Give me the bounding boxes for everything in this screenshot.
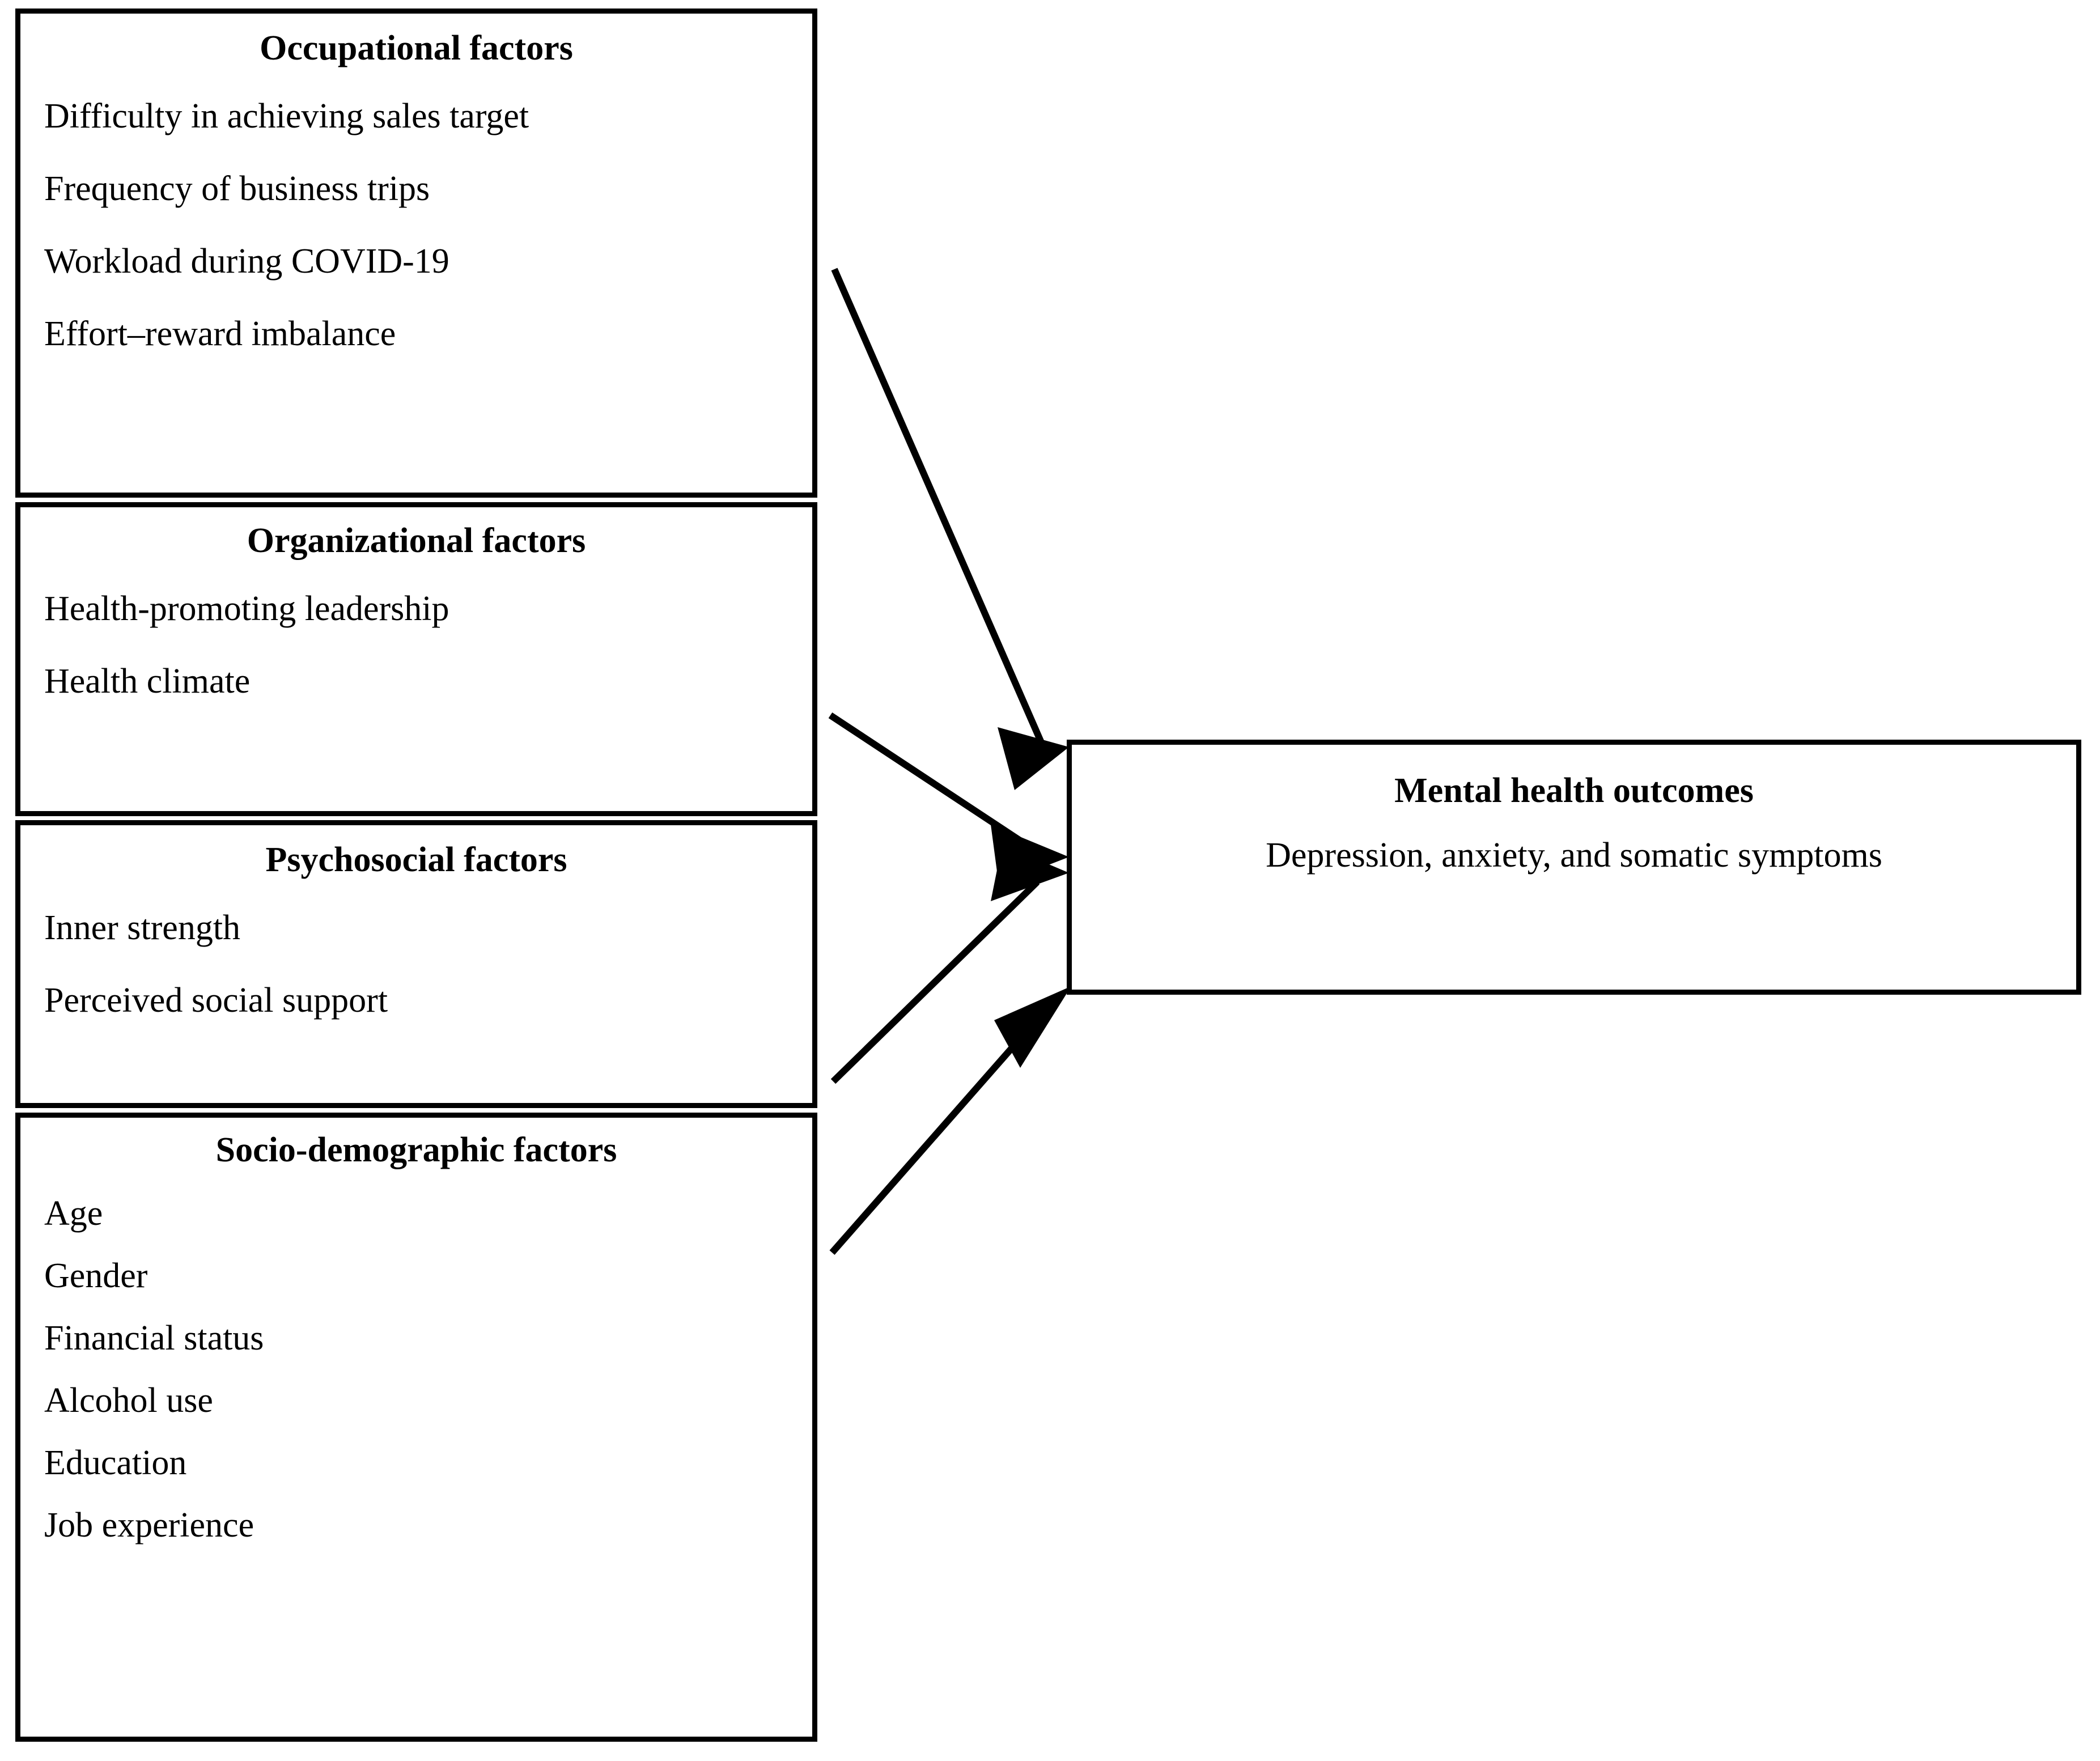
box-occupational-item-2: Workload during COVID-19 bbox=[44, 242, 449, 281]
box-organizational-item-1: Health climate bbox=[44, 662, 251, 701]
box-outcomes-title: Mental health outcomes bbox=[1394, 771, 1754, 810]
box-organizational-content: Organizational factors Health-promoting … bbox=[20, 523, 812, 736]
box-outcomes-item-0: Depression, anxiety, and somatic symptom… bbox=[1266, 836, 1882, 875]
box-outcomes-content: Mental health outcomes Depression, anxie… bbox=[1072, 773, 2076, 873]
arrow-psychosocial-to-outcomes bbox=[830, 845, 1069, 1084]
box-psychosocial-title: Psychosocial factors bbox=[265, 841, 567, 879]
box-psychosocial-content: Psychosocial factors Inner strength Perc… bbox=[20, 842, 812, 1055]
box-sociodemographic-item-0: Age bbox=[44, 1194, 103, 1233]
box-sociodemographic-item-1: Gender bbox=[44, 1257, 148, 1295]
box-sociodemographic-factors: Socio-demographic factors Age Gender Fin… bbox=[15, 1113, 817, 1742]
box-occupational-item-0: Difficulty in achieving sales target bbox=[44, 97, 529, 135]
arrow-occupational-to-outcomes bbox=[831, 268, 1069, 790]
box-occupational-title: Occupational factors bbox=[260, 29, 573, 67]
box-psychosocial-factors: Psychosocial factors Inner strength Perc… bbox=[15, 820, 817, 1108]
box-sociodemographic-item-2: Financial status bbox=[44, 1319, 264, 1357]
box-organizational-item-0: Health-promoting leadership bbox=[44, 589, 449, 628]
box-organizational-factors: Organizational factors Health-promoting … bbox=[15, 502, 817, 816]
box-psychosocial-item-0: Inner strength bbox=[44, 909, 241, 947]
box-occupational-item-1: Frequency of business trips bbox=[44, 169, 430, 208]
box-occupational-factors: Occupational factors Difficulty in achie… bbox=[15, 9, 817, 498]
box-mental-health-outcomes: Mental health outcomes Depression, anxie… bbox=[1067, 740, 2081, 995]
box-organizational-title: Organizational factors bbox=[247, 521, 586, 560]
arrow-sociodemographic-to-outcomes bbox=[829, 986, 1071, 1255]
arrow-organizational-to-outcomes bbox=[828, 712, 1069, 884]
box-occupational-content: Occupational factors Difficulty in achie… bbox=[20, 31, 812, 389]
box-sociodemographic-item-4: Education bbox=[44, 1444, 187, 1482]
box-sociodemographic-title: Socio-demographic factors bbox=[215, 1131, 617, 1169]
box-occupational-item-3: Effort–reward imbalance bbox=[44, 315, 396, 353]
box-sociodemographic-content: Socio-demographic factors Age Gender Fin… bbox=[20, 1132, 812, 1570]
box-sociodemographic-item-3: Alcohol use bbox=[44, 1381, 213, 1420]
box-sociodemographic-item-5: Job experience bbox=[44, 1506, 254, 1544]
box-psychosocial-item-1: Perceived social support bbox=[44, 981, 388, 1020]
